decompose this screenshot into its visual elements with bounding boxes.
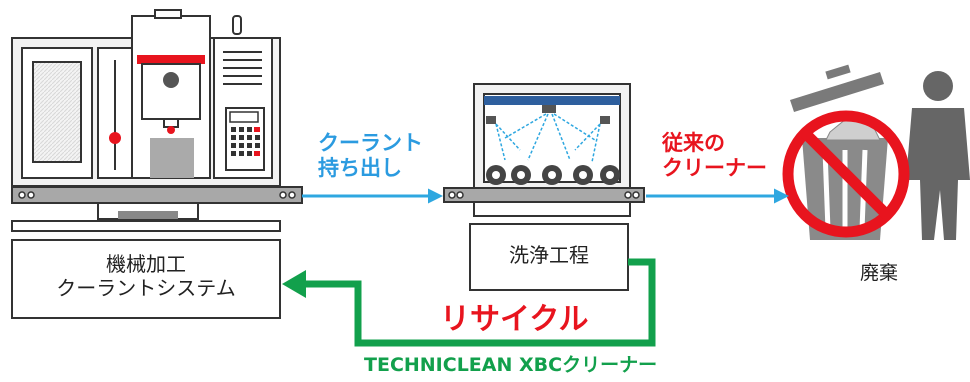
product-name-label: TECHNICLEAN XBCクリーナー [364,354,658,376]
red-indicator-dot [109,132,121,144]
recycle-label: リサイクル [440,302,589,337]
disposal-illustration [782,64,970,240]
prohibition-sign [782,110,910,238]
recycle-loop-arrow [282,258,656,347]
washing-process-box [469,223,629,291]
washing-process-label: 洗浄工程 [509,243,589,267]
washing-machine-illustration [443,83,645,217]
machining-center-illustration [11,9,303,232]
machining-system-box [11,239,281,319]
disposal-label: 廃棄 [860,262,899,284]
coolant-takeout-label: クーラント 持ち出し [318,131,423,181]
conventional-cleaner-label: 従来の クリーナー [662,131,767,181]
machining-system-label: 機械加工 クーラントシステム [56,252,236,300]
